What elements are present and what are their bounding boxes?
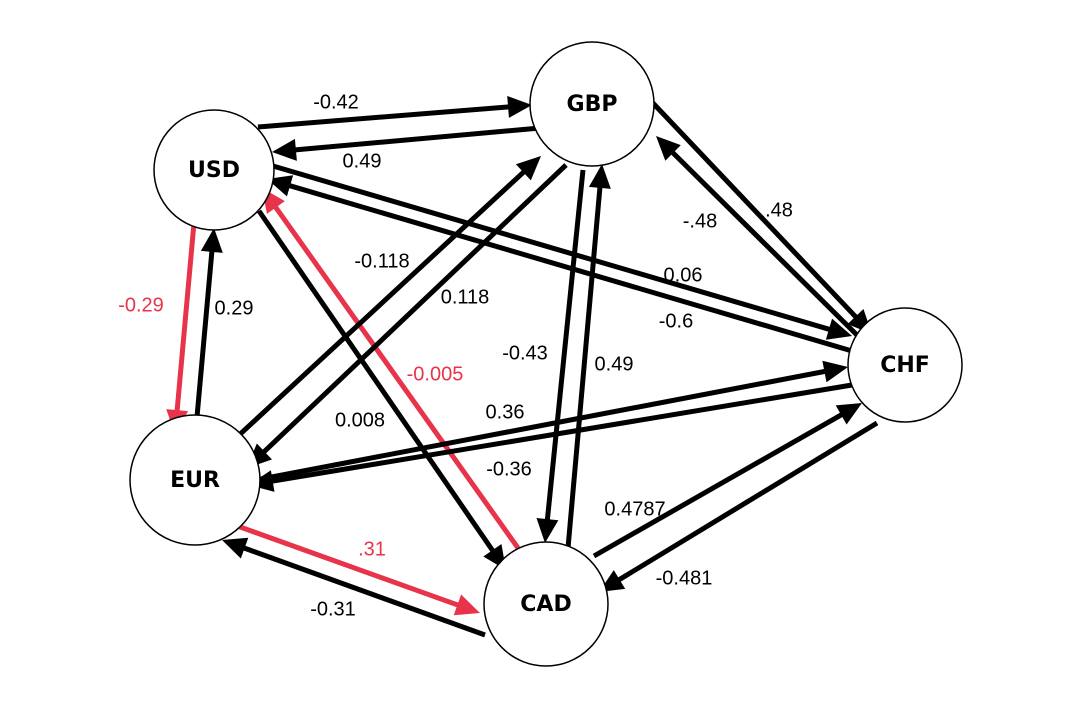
arrowhead-icon <box>822 360 848 383</box>
node-label: CAD <box>520 592 571 617</box>
arrowhead-icon <box>536 518 559 543</box>
edge-usd-to-gbp <box>257 95 532 130</box>
node-label: CHF <box>880 353 930 378</box>
edge-cad-to-gbp <box>565 164 611 549</box>
edge-label-usd-to-chf: 0.06 <box>664 264 703 286</box>
edge-line <box>592 411 845 559</box>
edge-line <box>669 149 862 340</box>
edge-usd-to-eur <box>166 222 197 434</box>
edge-line <box>193 249 215 429</box>
edge-label-gbp-to-usd: 0.49 <box>343 150 382 172</box>
edge-labels-layer: -0.42 0.49 -0.29 0.29 0.06 -0.6 0.008 -0.005 .48… <box>118 91 793 620</box>
edge-eur-to-cad <box>228 520 480 616</box>
edge-label-eur-to-gbp: 0.118 <box>441 286 490 308</box>
edge-gbp-to-usd <box>272 125 541 161</box>
arrowhead-icon <box>588 164 611 189</box>
arrowhead-icon <box>515 156 541 181</box>
edge-line <box>293 125 541 153</box>
edge-line <box>228 520 461 608</box>
edge-line <box>255 368 827 483</box>
edge-label-chf-to-gbp: -.48 <box>683 210 717 232</box>
edge-line <box>287 182 853 354</box>
node-circle <box>129 414 261 546</box>
edge-label-cad-to-chf: 0.4787 <box>604 498 665 520</box>
edge-label-gbp-to-eur: -0.118 <box>354 250 409 272</box>
edge-eur-to-usd <box>193 228 223 429</box>
arrowhead-icon <box>453 594 480 616</box>
node-usd: USD <box>153 109 275 231</box>
edge-label-usd-to-cad: 0.008 <box>335 409 385 431</box>
node-circle <box>483 541 609 667</box>
node-circle <box>153 109 275 231</box>
edge-line <box>261 163 568 455</box>
edge-label-gbp-to-chf: .48 <box>765 199 793 221</box>
edge-label-gbp-to-cad: -0.43 <box>502 342 548 364</box>
node-circle <box>529 41 655 167</box>
arrowhead-icon <box>200 228 223 253</box>
edge-label-eur-to-cad: .31 <box>358 538 386 560</box>
edge-gbp-to-cad <box>536 169 586 543</box>
node-gbp: GBP <box>529 41 655 167</box>
edge-label-cad-to-usd: -0.005 <box>407 363 464 385</box>
edge-line <box>256 209 496 554</box>
edge-line <box>272 163 832 333</box>
node-label: GBP <box>567 92 618 117</box>
arrowhead-icon <box>835 403 862 425</box>
edge-label-chf-to-cad: -0.481 <box>656 567 713 589</box>
edge-label-usd-to-gbp: -0.42 <box>313 91 359 113</box>
edge-line <box>270 382 853 484</box>
edge-label-cad-to-gbp: 0.49 <box>595 353 634 375</box>
edge-cad-to-eur <box>222 537 486 638</box>
edge-line <box>272 204 521 550</box>
node-cad: CAD <box>483 541 609 667</box>
edge-line <box>241 545 486 638</box>
edge-label-cad-to-eur: -0.31 <box>310 598 356 620</box>
edge-label-usd-to-eur: -0.29 <box>118 294 164 316</box>
arrowhead-icon <box>507 95 532 118</box>
edge-cad-to-chf <box>592 403 862 559</box>
arrowhead-icon <box>825 318 852 340</box>
edge-line <box>235 169 527 439</box>
arrowhead-icon <box>656 136 681 161</box>
edge-usd-to-chf <box>272 163 852 340</box>
edges-layer <box>166 95 879 638</box>
edge-chf-to-gbp <box>656 136 862 340</box>
node-chf: CHF <box>847 307 963 423</box>
edge-eur-to-chf <box>255 360 848 483</box>
edge-line <box>174 222 197 413</box>
node-label: USD <box>188 158 240 183</box>
edge-label-chf-to-usd: -0.6 <box>659 310 693 332</box>
node-circle <box>847 307 963 423</box>
edge-label-eur-to-chf: 0.36 <box>486 401 525 423</box>
node-label: EUR <box>170 468 220 493</box>
edge-eur-to-gbp <box>235 156 541 439</box>
edge-label-chf-to-eur: -0.36 <box>486 458 532 480</box>
edge-line <box>565 185 603 549</box>
edge-label-eur-to-usd: 0.29 <box>215 297 254 319</box>
edge-line <box>616 420 879 583</box>
nodes-layer: USD GBP CHF EUR CAD <box>129 41 963 667</box>
arrowhead-icon <box>222 537 249 559</box>
edge-line <box>257 104 511 130</box>
arrowhead-icon <box>272 138 297 161</box>
edge-line <box>649 99 859 320</box>
node-eur: EUR <box>129 414 261 546</box>
edge-line <box>544 169 586 522</box>
